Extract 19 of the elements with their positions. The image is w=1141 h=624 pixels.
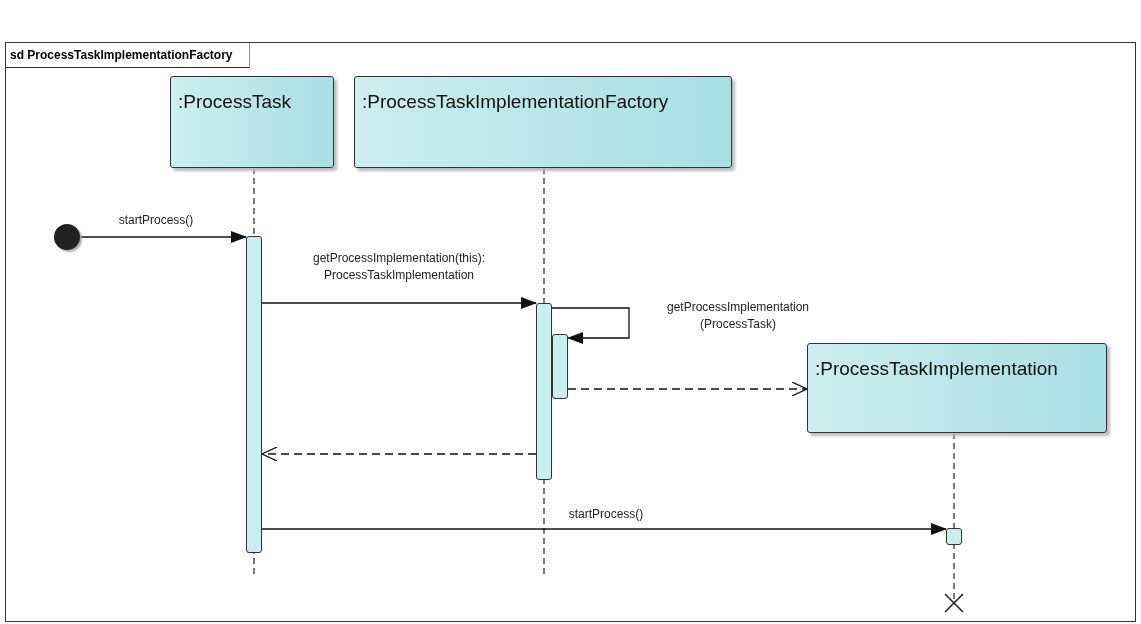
activation-bar [946,528,962,545]
frame [5,42,1136,622]
lifeline-head [170,76,334,168]
object-name: :ProcessTask [177,91,291,113]
lifeline-head [807,343,1107,433]
activation-bar [246,236,262,553]
object-name: :ProcessTaskImplementation [814,358,1058,380]
lifeline-head [354,76,732,168]
message-arrow [79,231,247,243]
activation-bar [536,303,552,480]
object-name: :ProcessTaskImplementationFactory [361,91,669,113]
frame-title: sd ProcessTaskImplementationFactory [6,43,250,68]
message-arrow [261,297,537,309]
initial-node [54,224,80,250]
return-arrow [261,446,537,462]
activation-bar [552,334,568,399]
message-arrow [551,307,630,344]
message-arrow [261,523,947,535]
return-arrow [567,381,808,397]
